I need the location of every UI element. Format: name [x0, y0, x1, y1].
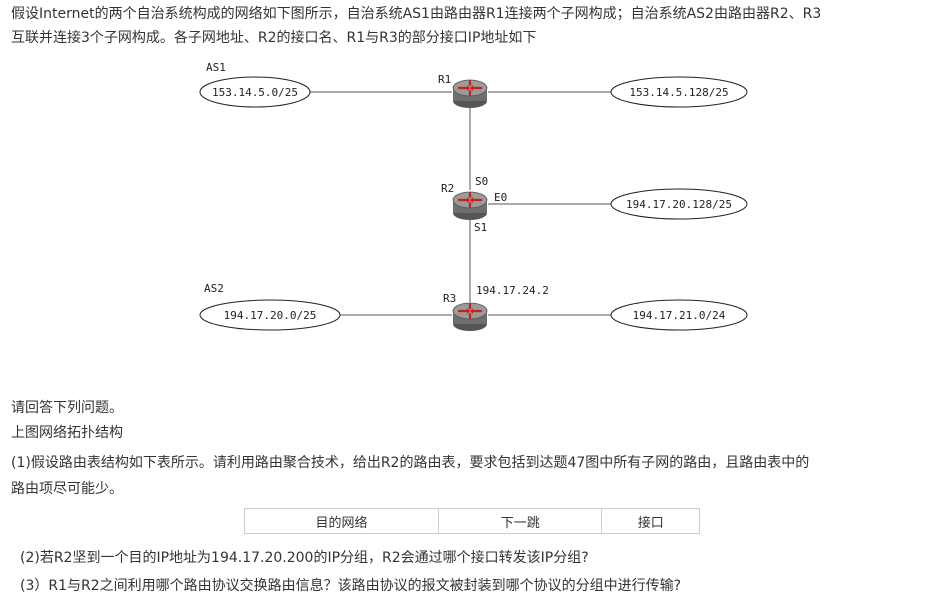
header-next-hop: 下一跳: [438, 508, 603, 534]
subnet-label: 194.17.20.128/25: [626, 198, 732, 211]
subnet-label: 194.17.20.0/25: [224, 309, 317, 322]
subnet-as1-right: 153.14.5.128/25: [610, 76, 748, 108]
subnet-label: 153.14.5.0/25: [212, 86, 298, 99]
intro-line-1: 假设Internet的两个自治系统构成的网络如下图所示，自治系统AS1由路由器R…: [11, 6, 822, 22]
question-2: (2)若R2坚到一个目的IP地址为194.17.20.200的IP分组，R2会通…: [20, 550, 589, 566]
header-destination-network: 目的网络: [243, 508, 440, 534]
links: [310, 91, 611, 316]
intro-line-2: 互联并连接3个子网构成。各子网地址、R2的接口名、R1与R3的部分接口IP地址如…: [11, 30, 537, 46]
r3-interface-ip-label: 194.17.24.2: [476, 284, 549, 297]
subnet-as2-left: 194.17.20.0/25: [199, 299, 341, 331]
interface-s0-label: S0: [475, 175, 488, 188]
subnet-label: 153.14.5.128/25: [629, 86, 728, 99]
router-label: R3: [443, 292, 456, 305]
topology-caption: 上图网络拓扑结构: [11, 425, 123, 441]
router-r2: R2: [441, 182, 489, 222]
router-r3: R3: [443, 292, 489, 333]
question-1-line-1: (1)假设路由表结构如下表所示。请利用路由聚合技术，给出R2的路由表，要求包括到…: [11, 455, 810, 471]
interface-s1-label: S1: [474, 221, 487, 234]
as1-label: AS1: [206, 61, 226, 74]
question-3: (3）R1与R2之间利用哪个路由协议交换路由信息？该路由协议的报文被封装到哪个协…: [20, 578, 682, 594]
routing-table-header-row: 目的网络 下一跳 接口: [243, 508, 700, 534]
router-label: R1: [438, 73, 451, 86]
header-interface: 接口: [601, 508, 700, 534]
subnet-r3-right: 194.17.21.0/24: [610, 299, 748, 331]
router-icon: [451, 301, 489, 333]
subnet-as1-left: 153.14.5.0/25: [199, 76, 311, 108]
question-1-line-2: 路由项尽可能少。: [11, 481, 123, 497]
subnet-r2-right: 194.17.20.128/25: [610, 188, 748, 220]
router-r1: R1: [438, 73, 489, 110]
subnet-label: 194.17.21.0/24: [633, 309, 726, 322]
prompt-text: 请回答下列问题。: [11, 400, 123, 416]
router-label: R2: [441, 182, 454, 195]
interface-e0-label: E0: [494, 191, 507, 204]
router-icon: [451, 78, 489, 110]
network-topology-diagram: 153.14.5.0/25 153.14.5.128/25 194.17.20.…: [199, 61, 748, 333]
as2-label: AS2: [204, 282, 224, 295]
router-icon: [451, 190, 489, 222]
routing-table: 目的网络 下一跳 接口: [243, 508, 700, 534]
